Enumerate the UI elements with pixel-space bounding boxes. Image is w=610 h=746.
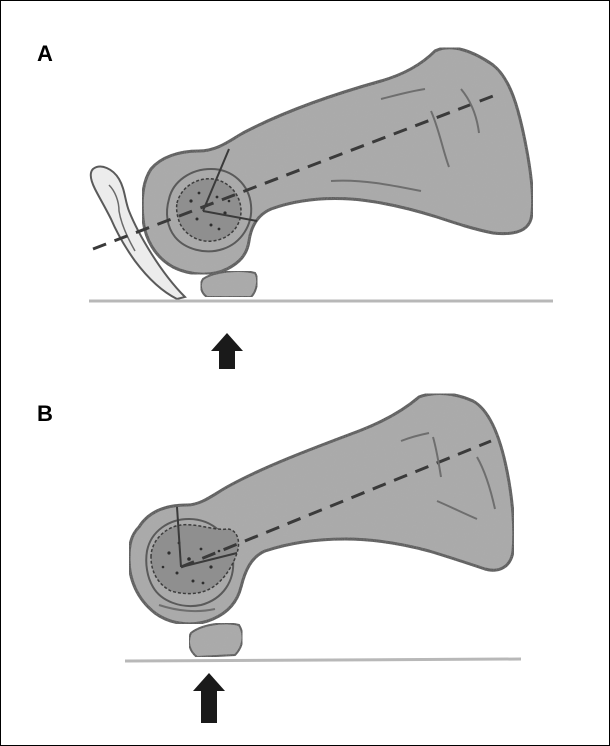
panel-a	[89, 48, 553, 369]
panel-b-floor-line	[125, 659, 521, 661]
panel-b-plateau-block	[189, 623, 242, 657]
panel-a-plateau-block	[201, 271, 257, 297]
panel-b	[125, 394, 521, 723]
panel-a-force-arrow	[211, 333, 243, 369]
panel-a-condyle-core	[177, 179, 241, 242]
panel-b-force-arrow	[193, 673, 225, 723]
